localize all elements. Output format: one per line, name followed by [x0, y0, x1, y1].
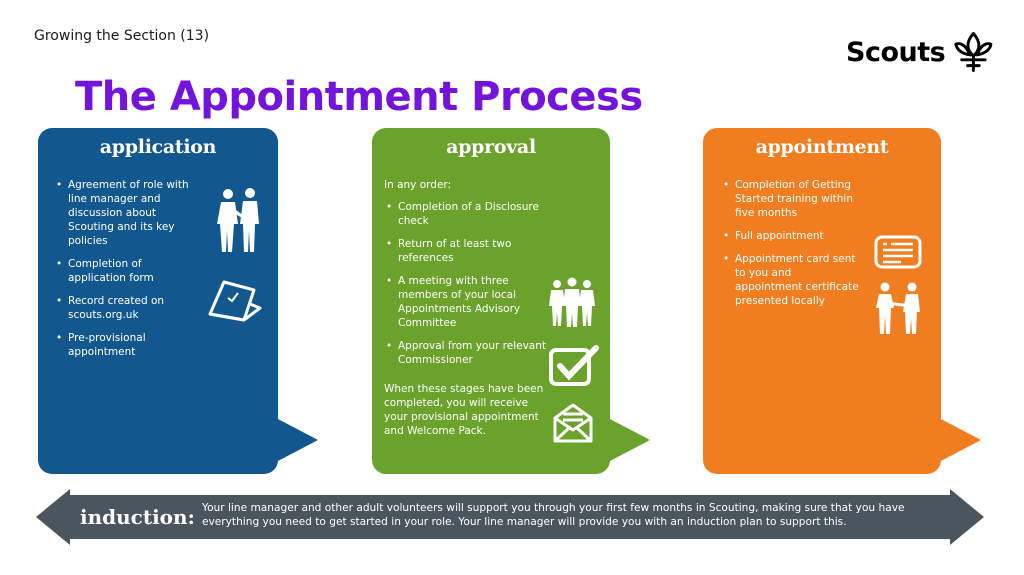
people-meeting-icon	[217, 188, 259, 252]
fleur-de-lis-icon	[954, 32, 993, 72]
application-title: application	[99, 136, 217, 158]
list-item: Return of at least two references	[384, 237, 549, 265]
group-icon	[549, 277, 595, 327]
application-card: application Agreement of role with line …	[38, 128, 278, 474]
checkbox-icon	[549, 345, 599, 386]
appointment-title: appointment	[755, 136, 889, 158]
list-item: Agreement of role with line manager and …	[54, 178, 199, 248]
envelope-icon	[553, 403, 593, 443]
approval-title: approval	[446, 136, 536, 158]
appointment-arrow	[939, 418, 981, 462]
application-list: Agreement of role with line manager and …	[54, 178, 199, 368]
laptop-icon	[208, 280, 262, 322]
list-item: Full appointment	[721, 229, 861, 243]
list-item: Appointment card sent to you and appoint…	[721, 252, 861, 308]
handshake-icon	[876, 282, 920, 334]
appointment-card: appointment Completion of Getting Starte…	[703, 128, 941, 474]
induction-label: induction:	[80, 505, 195, 529]
approval-intro: In any order:	[384, 179, 452, 191]
induction-bar	[36, 489, 984, 545]
approval-list: Completion of a Disclosure check Return …	[384, 200, 549, 376]
logo-text: Scouts	[846, 36, 946, 68]
list-item: Pre-provisional appointment	[54, 331, 199, 359]
list-item: Record created on scouts.org.uk	[54, 294, 199, 322]
induction-text: Your line manager and other adult volunt…	[202, 502, 905, 528]
appointment-list: Completion of Getting Started training w…	[721, 178, 861, 317]
approval-arrow	[608, 418, 650, 462]
list-item: Completion of application form	[54, 257, 199, 285]
application-arrow	[276, 418, 318, 462]
approval-card: approval In any order: Completion of a D…	[372, 128, 610, 474]
list-item: Completion of Getting Started training w…	[721, 178, 861, 220]
list-item: Approval from your relevant Commissioner	[384, 339, 549, 367]
section-label: Growing the Section (13)	[34, 28, 210, 44]
id-card-icon	[874, 235, 922, 269]
list-item: Completion of a Disclosure check	[384, 200, 549, 228]
list-item: A meeting with three members of your loc…	[384, 274, 549, 330]
page-title: The Appointment Process	[75, 74, 643, 120]
scouts-logo: Scouts	[846, 28, 996, 76]
approval-footer: When these stages have been completed, y…	[384, 383, 544, 437]
